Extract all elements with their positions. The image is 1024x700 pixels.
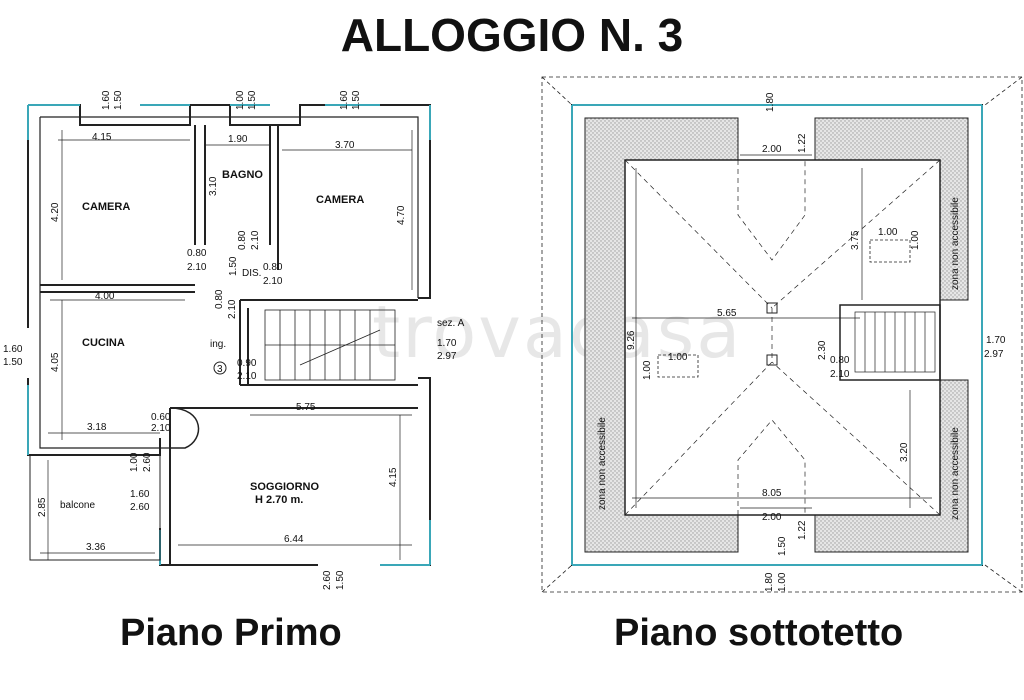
- caption-piano-primo: Piano Primo: [120, 612, 342, 654]
- attic-sky2b: 1.00: [642, 360, 653, 380]
- attic-dim-top: 1.80: [765, 92, 776, 112]
- dim-top-win2: 1.00: [235, 90, 246, 110]
- dim-h-cucina: 4.05: [50, 352, 61, 372]
- dim-door-6b: 2.10: [151, 423, 171, 434]
- dim-b2b: 2.60: [130, 502, 150, 513]
- dim-top-win1: 1.60: [101, 90, 112, 110]
- caption-piano-sottotetto: Piano sottotetto: [614, 612, 904, 654]
- watermark: trovacasa: [372, 290, 743, 374]
- label-ingresso: ing.: [210, 339, 226, 350]
- zona-non-accessibile-top-right: zona non accessibile: [950, 197, 961, 290]
- dim-h-bagno: 3.10: [208, 176, 219, 196]
- dim-door-5: 0.80: [214, 289, 225, 309]
- zona-non-accessibile-bottom-right: zona non accessibile: [950, 427, 961, 520]
- dim-w-bagno: 1.90: [228, 134, 248, 145]
- attic-sky2: 1.00: [668, 352, 688, 363]
- dim-6-44: 6.44: [284, 534, 304, 545]
- attic-dim-9-26: 9.26: [626, 330, 637, 350]
- room-bagno: BAGNO: [222, 169, 263, 181]
- dim-door-2b: 2.10: [250, 230, 261, 250]
- dim-w-camera1: 4.15: [92, 132, 112, 143]
- stair-number: 3: [217, 364, 223, 375]
- first-floor-labels: CAMERA BAGNO CAMERA DIS. CUCINA SOGGIORN…: [3, 90, 465, 590]
- dim-door-6: 0.60: [151, 412, 171, 423]
- dim-b2: 1.60: [130, 489, 150, 500]
- dim-door-3: 1.50: [228, 256, 239, 276]
- first-floor-plan: [27, 104, 431, 566]
- room-soggiorno-height: H 2.70 m.: [255, 494, 303, 506]
- dim-w-cucina: 4.00: [95, 291, 115, 302]
- attic-dim-w-top: 2.00: [762, 144, 782, 155]
- dim-door-1b: 2.10: [187, 262, 207, 273]
- attic-dim-bot: 1.80: [764, 572, 775, 592]
- dim-3-36: 3.36: [86, 542, 106, 553]
- attic-dim-2-30: 2.30: [817, 340, 828, 360]
- attic-dim-w-bot: 2.00: [762, 512, 782, 523]
- page-title: ALLOGGIO N. 3: [340, 9, 684, 61]
- room-cucina: CUCINA: [82, 337, 125, 349]
- dim-ing: 0.90: [237, 358, 257, 369]
- dim-h-camera2: 4.70: [396, 205, 407, 225]
- room-dis: DIS.: [242, 268, 261, 279]
- room-camera-2: CAMERA: [316, 194, 364, 206]
- room-balcone: balcone: [60, 500, 95, 511]
- dim-door-2: 0.80: [237, 230, 248, 250]
- attic-sky1: 1.00: [878, 227, 898, 238]
- dim-w-camera2: 3.70: [335, 140, 355, 151]
- room-camera-1: CAMERA: [82, 201, 130, 213]
- dim-bot-win-b: 1.50: [335, 570, 346, 590]
- dim-3-18: 3.18: [87, 422, 107, 433]
- dim-bot-win: 2.60: [322, 570, 333, 590]
- attic-dim-8-05: 8.05: [762, 488, 782, 499]
- dim-h-soggiorno: 4.15: [388, 467, 399, 487]
- attic-dim-5-65: 5.65: [717, 308, 737, 319]
- room-soggiorno: SOGGIORNO: [250, 481, 320, 493]
- attic-labels: zona non accessibile zona non accessibil…: [597, 92, 1006, 592]
- attic-dim-top2: 1.22: [797, 133, 808, 153]
- dim-h-balcone: 2.85: [37, 497, 48, 517]
- dim-left-win-b: 1.50: [3, 357, 23, 368]
- dim-top-win2b: 1.50: [247, 90, 258, 110]
- dim-top-win1b: 1.50: [113, 90, 124, 110]
- attic-dim-door-b: 2.10: [830, 369, 850, 380]
- section-label: sez. A: [437, 318, 465, 329]
- attic-dim-door: 0.80: [830, 355, 850, 366]
- dim-top-win3: 1.60: [339, 90, 350, 110]
- dim-b1: 1.00: [129, 452, 140, 472]
- dim-h-camera1: 4.20: [50, 202, 61, 222]
- dim-right-win: 1.70: [437, 338, 457, 349]
- attic-dim-bot2: 1.22: [797, 520, 808, 540]
- attic-plan: [541, 76, 1023, 593]
- dim-b1b: 2.60: [142, 452, 153, 472]
- dim-right-win-b: 2.97: [437, 351, 457, 362]
- dim-ing-b: 2.10: [237, 371, 257, 382]
- attic-dim-3-75: 3.75: [850, 230, 861, 250]
- dim-top-win3b: 1.50: [351, 90, 362, 110]
- dim-5-75: 5.75: [296, 402, 316, 413]
- dim-left-win: 1.60: [3, 344, 23, 355]
- attic-dim-3-20: 3.20: [899, 442, 910, 462]
- attic-dim-right-b: 2.97: [984, 349, 1004, 360]
- attic-dim-right: 1.70: [986, 335, 1006, 346]
- zona-non-accessibile-left: zona non accessibile: [597, 417, 608, 510]
- dim-door-5b: 2.10: [227, 299, 238, 319]
- dim-door-4b: 2.10: [263, 276, 283, 287]
- attic-sky1b: 1.00: [910, 230, 921, 250]
- attic-dim-bot3: 1.50: [777, 536, 788, 556]
- attic-dim-bot-b: 1.00: [777, 572, 788, 592]
- dim-door-4: 0.80: [263, 262, 283, 273]
- dim-door-1: 0.80: [187, 248, 207, 259]
